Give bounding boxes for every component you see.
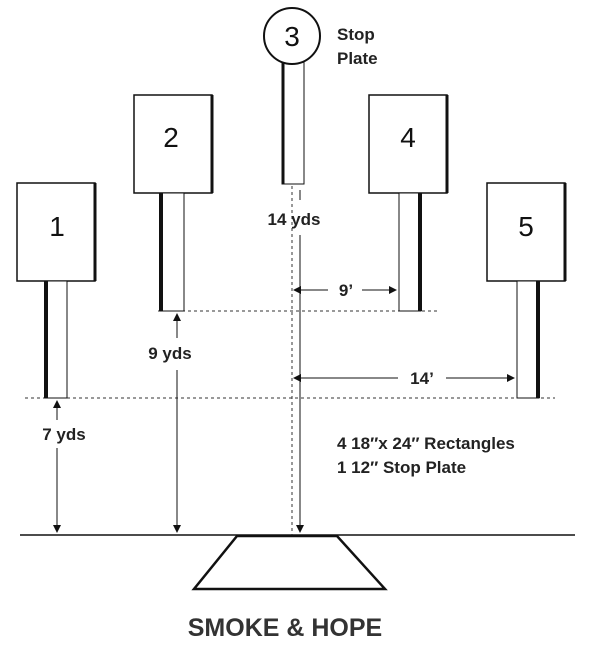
stop-plate-circle xyxy=(263,7,321,65)
shooting-box xyxy=(191,534,388,591)
target-5-post xyxy=(516,280,540,399)
stage-title: SMOKE & HOPE xyxy=(188,614,382,642)
distance-9yds-label: 9 yds xyxy=(148,344,191,363)
distance-14yds-label: 14 yds xyxy=(268,210,321,229)
target-1: 1 xyxy=(16,182,97,399)
target-2: 2 xyxy=(133,94,214,312)
target-4-number: 4 xyxy=(400,122,416,153)
target-2-plate xyxy=(133,94,213,194)
target-2-number: 2 xyxy=(163,122,179,153)
target-1-plate xyxy=(16,182,96,282)
target-2-post xyxy=(159,192,185,312)
target-3-post xyxy=(281,59,305,185)
target-3-stop-plate: 3 xyxy=(263,7,321,185)
distance-7yds-label: 7 yds xyxy=(42,425,85,444)
target-5-number: 5 xyxy=(518,211,534,242)
stop-plate-label-line2: Plate xyxy=(337,49,378,68)
target-4-post xyxy=(398,192,422,312)
distance-14ft-label: 14’ xyxy=(410,369,434,388)
stop-plate-label-line1: Stop xyxy=(337,25,375,44)
note-stop-plate: 1 12″ Stop Plate xyxy=(337,458,466,477)
target-4: 4 xyxy=(368,94,449,312)
distance-9ft-label: 9’ xyxy=(339,281,353,300)
target-5: 5 xyxy=(486,182,567,399)
target-3-number: 3 xyxy=(284,21,300,52)
note-rectangles: 4 18″x 24″ Rectangles xyxy=(337,434,515,453)
target-4-plate xyxy=(368,94,448,194)
target-1-post xyxy=(44,280,68,399)
target-1-number: 1 xyxy=(49,211,65,242)
